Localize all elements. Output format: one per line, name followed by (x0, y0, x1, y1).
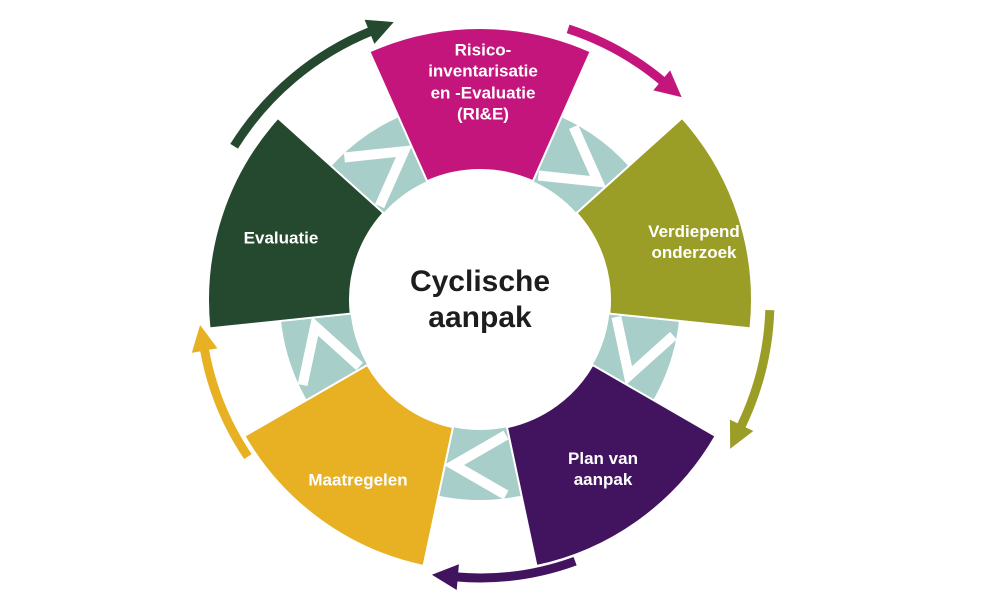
arrow-evaluatie-to-rie-icon (230, 19, 394, 149)
segment-plan-van-aanpak (505, 363, 717, 568)
center-circle (351, 171, 609, 429)
center-label: Cyclische aanpak (409, 265, 551, 334)
arrowhead (653, 70, 682, 98)
arrowhead (191, 325, 218, 353)
segment-verdiepend-onderzoek (575, 116, 753, 330)
arrowhead (364, 19, 394, 44)
arrow-plan-to-maatregelen-icon (431, 556, 577, 590)
chevron-top-right-icon (537, 124, 607, 188)
chevron-top-left-icon (343, 145, 413, 209)
arrow-verdiepend-to-plan-icon (729, 309, 775, 449)
arrow-maatregelen-to-evaluatie-icon (191, 325, 252, 460)
segment-maatregelen (243, 363, 455, 568)
segment-rie (368, 27, 592, 183)
chevron-bottom-icon (443, 430, 509, 500)
segment-evaluatie (207, 116, 385, 330)
chevron-right-icon (611, 315, 677, 386)
arrow-rie-to-verdiepend-icon (566, 24, 682, 98)
arrowhead (729, 419, 754, 449)
chevron-left-icon (297, 316, 363, 387)
arrowhead (431, 564, 459, 590)
